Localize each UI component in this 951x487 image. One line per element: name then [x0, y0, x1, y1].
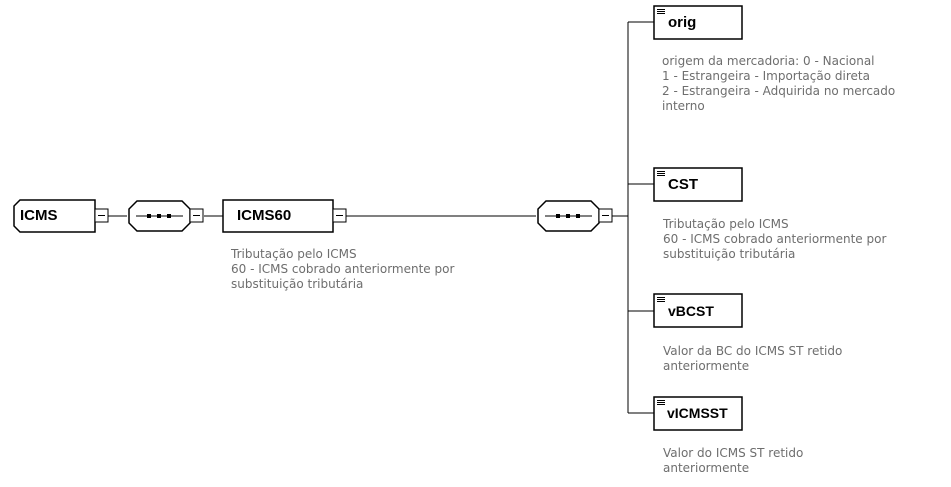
vbcst-simple-type-icon [657, 297, 665, 302]
vbcst-element-name: vBCST [668, 303, 714, 319]
cst-element-name: CST [668, 176, 698, 193]
orig-element-box[interactable] [653, 5, 743, 40]
icms-element-box[interactable] [13, 199, 96, 233]
icms60-element-box[interactable] [222, 199, 334, 233]
icms60-element-name: ICMS60 [237, 207, 292, 224]
icms60-documentation: Tributação pelo ICMS 60 - ICMS cobrado a… [231, 247, 455, 291]
orig-simple-type-icon [657, 9, 665, 14]
vicmsst-element-box[interactable] [653, 396, 743, 431]
vbcst-documentation: Valor da BC do ICMS ST retido anteriorme… [663, 344, 843, 373]
icms-element-name: ICMS [20, 207, 58, 224]
orig-documentation: origem da mercadoria: 0 - Nacional 1 - E… [662, 54, 896, 113]
cst-simple-type-icon [657, 171, 665, 176]
vicmsst-simple-type-icon [657, 400, 665, 405]
cst-documentation: Tributação pelo ICMS 60 - ICMS cobrado a… [663, 217, 887, 261]
orig-element-name: orig [668, 14, 697, 31]
connector-lines [108, 21, 654, 414]
vbcst-element-box[interactable] [653, 293, 743, 328]
cst-element-box[interactable] [653, 167, 743, 202]
vicmsst-documentation: Valor do ICMS ST retido anteriormente [663, 446, 804, 475]
vicmsst-element-name: vICMSST [667, 405, 728, 421]
